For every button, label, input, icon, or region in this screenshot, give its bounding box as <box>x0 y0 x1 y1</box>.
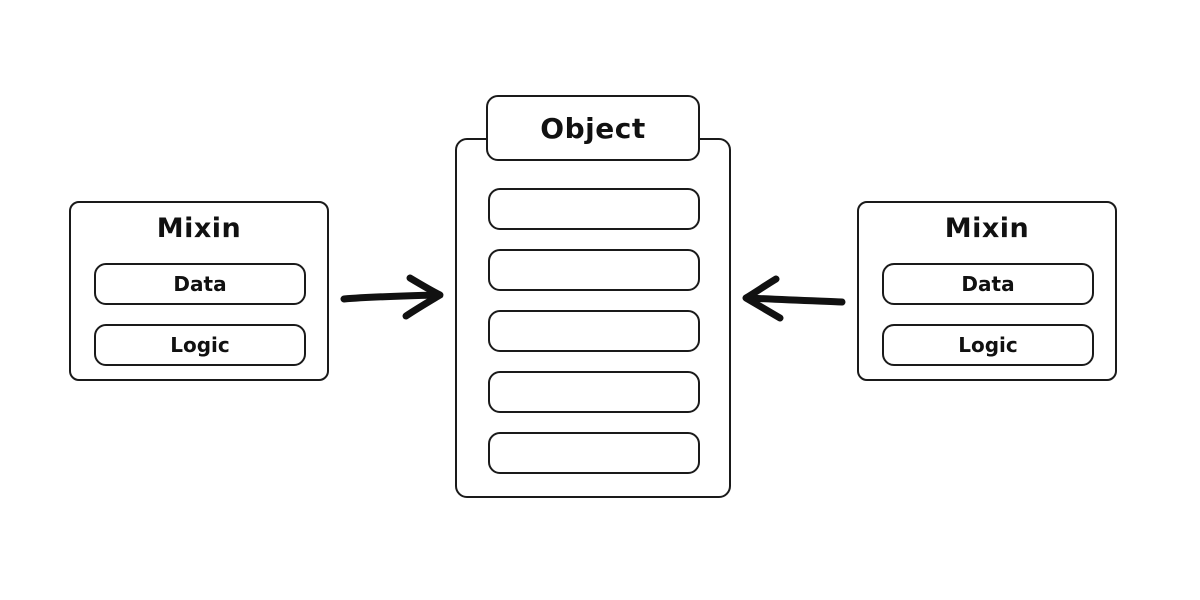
object-box <box>455 138 731 498</box>
object-title: Object <box>486 95 700 161</box>
left-mixin-logic-item: Logic <box>94 324 306 366</box>
right-mixin-title: Mixin <box>944 213 1030 244</box>
right-mixin-box: Mixin Data Logic <box>857 201 1117 381</box>
object-slot <box>488 371 700 413</box>
object-slot <box>488 249 700 291</box>
object-slot <box>488 188 700 230</box>
right-mixin-logic-item: Logic <box>882 324 1094 366</box>
left-mixin-title: Mixin <box>156 213 242 244</box>
right-arrow-icon <box>742 275 846 322</box>
left-mixin-box: Mixin Data Logic <box>69 201 329 381</box>
right-mixin-data-item: Data <box>882 263 1094 305</box>
object-slot <box>488 310 700 352</box>
left-arrow-icon <box>340 274 444 320</box>
left-mixin-data-item: Data <box>94 263 306 305</box>
object-slot <box>488 432 700 474</box>
